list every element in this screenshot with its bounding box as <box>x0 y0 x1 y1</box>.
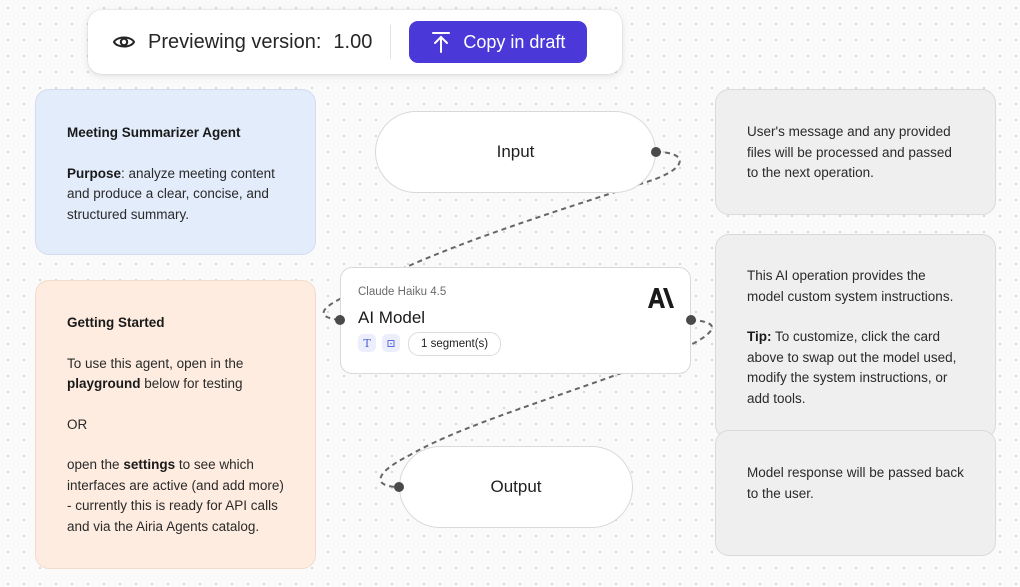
note-output-text: Model response will be passed back to th… <box>747 465 964 501</box>
gs-or: OR <box>67 416 88 432</box>
wire-input-to-model <box>322 151 681 321</box>
note-model-text: This AI operation provides the model cus… <box>747 268 954 304</box>
note-purpose-text: : analyze meeting content and produce a … <box>67 165 275 222</box>
model-name: Claude Haiku 4.5 <box>358 286 447 298</box>
note-input-text: User's message and any provided files wi… <box>747 124 952 180</box>
note-input-description[interactable]: User's message and any provided files wi… <box>715 89 996 215</box>
output-node-input-handle[interactable] <box>394 482 404 492</box>
version-number: 1.00 <box>333 30 373 53</box>
model-node-title: AI Model <box>358 308 426 327</box>
note-purpose-label: Purpose <box>67 165 122 181</box>
note-agent-intro[interactable]: Meeting Summarizer Agent Purpose: analyz… <box>35 89 316 255</box>
note-intro-title: Meeting Summarizer Agent <box>67 125 241 140</box>
note-model-description[interactable]: This AI operation provides the model cus… <box>715 234 996 439</box>
model-node-input-handle[interactable] <box>335 315 345 325</box>
input-node[interactable]: Input <box>375 111 656 193</box>
gs-line1-pre: To use this agent, open in the <box>67 355 244 371</box>
copy-in-draft-button[interactable]: Copy in draft <box>409 21 588 63</box>
gs-line2-pre: open the <box>67 457 124 472</box>
input-node-label: Input <box>496 142 535 161</box>
model-node-output-handle[interactable] <box>686 315 696 325</box>
toolbar-divider <box>390 25 392 59</box>
anthropic-logo-icon <box>648 288 674 308</box>
note-getting-started-title: Getting Started <box>67 315 165 330</box>
preview-bar: Previewing version: 1.00 Copy in draft <box>88 10 622 74</box>
output-node-label: Output <box>490 477 542 496</box>
preview-label: Previewing version: <box>148 30 322 53</box>
gs-playground: playground <box>67 376 141 391</box>
note-tip-text: To customize, click the card above to sw… <box>747 329 957 406</box>
image-capability-icon: ⊡ <box>382 334 400 352</box>
segments-badge[interactable]: 1 segment(s) <box>408 332 502 356</box>
output-node[interactable]: Output <box>399 446 633 528</box>
eye-icon <box>112 36 136 48</box>
copy-in-draft-label: Copy in draft <box>463 31 566 52</box>
gs-settings: settings <box>123 457 176 472</box>
gs-line2-post: to see which interfaces are active (and … <box>67 457 284 534</box>
text-capability-icon: T <box>358 334 376 352</box>
input-node-output-handle[interactable] <box>651 147 661 157</box>
upload-arrow-icon <box>432 32 451 53</box>
note-output-description[interactable]: Model response will be passed back to th… <box>715 430 996 556</box>
note-getting-started[interactable]: Getting Started To use this agent, open … <box>35 280 316 569</box>
gs-line1-post: below for testing <box>140 376 243 391</box>
note-tip-label: Tip: <box>747 329 772 344</box>
ai-model-node[interactable]: Claude Haiku 4.5 AI Model T ⊡ 1 segment(… <box>340 267 691 374</box>
